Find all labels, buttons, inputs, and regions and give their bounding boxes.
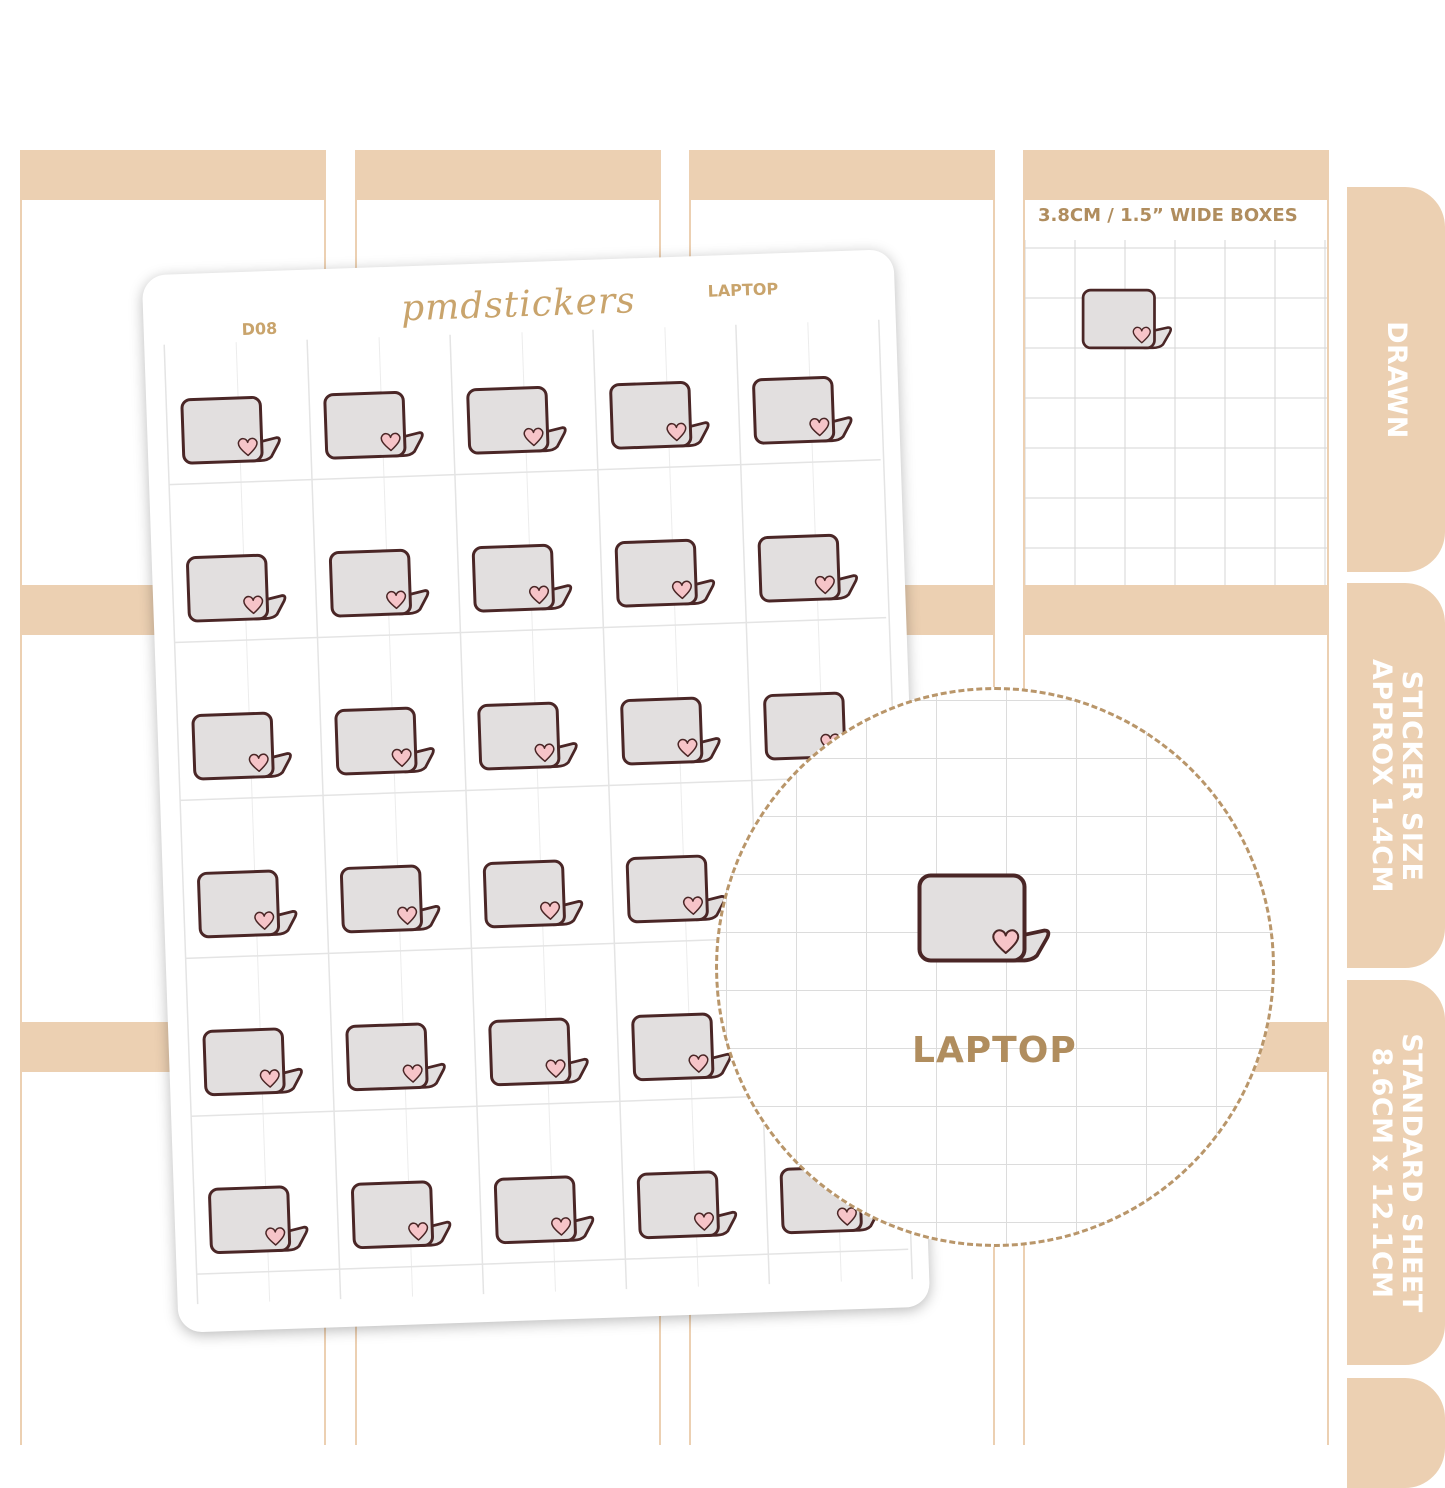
laptop-heart-icon bbox=[176, 390, 291, 469]
sheet-name: LAPTOP bbox=[707, 279, 779, 301]
laptop-heart-icon bbox=[489, 1170, 604, 1249]
laptop-heart-icon bbox=[616, 691, 731, 770]
side-tab-drawn: DRAWN bbox=[1347, 187, 1445, 572]
laptop-heart-icon bbox=[204, 1180, 319, 1259]
magnifier-label: LAPTOP bbox=[912, 1030, 1077, 1071]
wide-boxes-label: 3.8CM / 1.5” WIDE BOXES bbox=[1038, 205, 1298, 226]
laptop-heart-icon bbox=[1078, 285, 1180, 353]
laptop-heart-icon bbox=[912, 868, 1062, 968]
laptop-heart-icon bbox=[610, 533, 725, 612]
laptop-heart-icon bbox=[198, 1022, 313, 1101]
laptop-heart-icon bbox=[324, 543, 439, 622]
magnifier-circle bbox=[715, 687, 1275, 1247]
laptop-heart-icon bbox=[319, 385, 434, 464]
side-tab-text: DRAWN bbox=[1381, 320, 1412, 439]
laptop-heart-icon bbox=[341, 1017, 456, 1096]
laptop-heart-icon bbox=[346, 1175, 461, 1254]
laptop-heart-icon bbox=[462, 380, 577, 459]
laptop-heart-icon bbox=[181, 548, 296, 627]
laptop-heart-icon bbox=[330, 701, 445, 780]
planner-divider-band bbox=[1023, 585, 1329, 635]
laptop-heart-icon bbox=[187, 706, 302, 785]
laptop-heart-icon bbox=[632, 1165, 747, 1244]
side-tab-text: STANDARD SHEET 8.6CM x 12.1CM bbox=[1366, 1032, 1427, 1313]
side-tab-standard-sheet: STANDARD SHEET 8.6CM x 12.1CM bbox=[1347, 980, 1445, 1365]
laptop-heart-icon bbox=[478, 854, 593, 933]
planner-header-band bbox=[689, 150, 995, 200]
side-tab-text: STICKER SIZE APPROX 1.4CM bbox=[1366, 658, 1427, 893]
wide-box-grid bbox=[1025, 240, 1327, 585]
planner-header-band bbox=[20, 150, 326, 200]
planner-header-band bbox=[355, 150, 661, 200]
laptop-heart-icon bbox=[484, 1012, 599, 1091]
brand-logo: pmdstickers bbox=[400, 280, 637, 330]
planner-header-band bbox=[1023, 150, 1329, 200]
laptop-heart-icon bbox=[335, 859, 450, 938]
laptop-heart-icon bbox=[473, 696, 588, 775]
laptop-heart-icon bbox=[605, 375, 720, 454]
side-tab-partial bbox=[1347, 1378, 1445, 1488]
laptop-heart-icon bbox=[192, 864, 307, 943]
laptop-heart-icon bbox=[748, 370, 863, 449]
sheet-code: D08 bbox=[241, 318, 278, 339]
side-tab-sticker-size: STICKER SIZE APPROX 1.4CM bbox=[1347, 583, 1445, 968]
laptop-heart-icon bbox=[467, 538, 582, 617]
laptop-heart-icon bbox=[753, 528, 868, 607]
